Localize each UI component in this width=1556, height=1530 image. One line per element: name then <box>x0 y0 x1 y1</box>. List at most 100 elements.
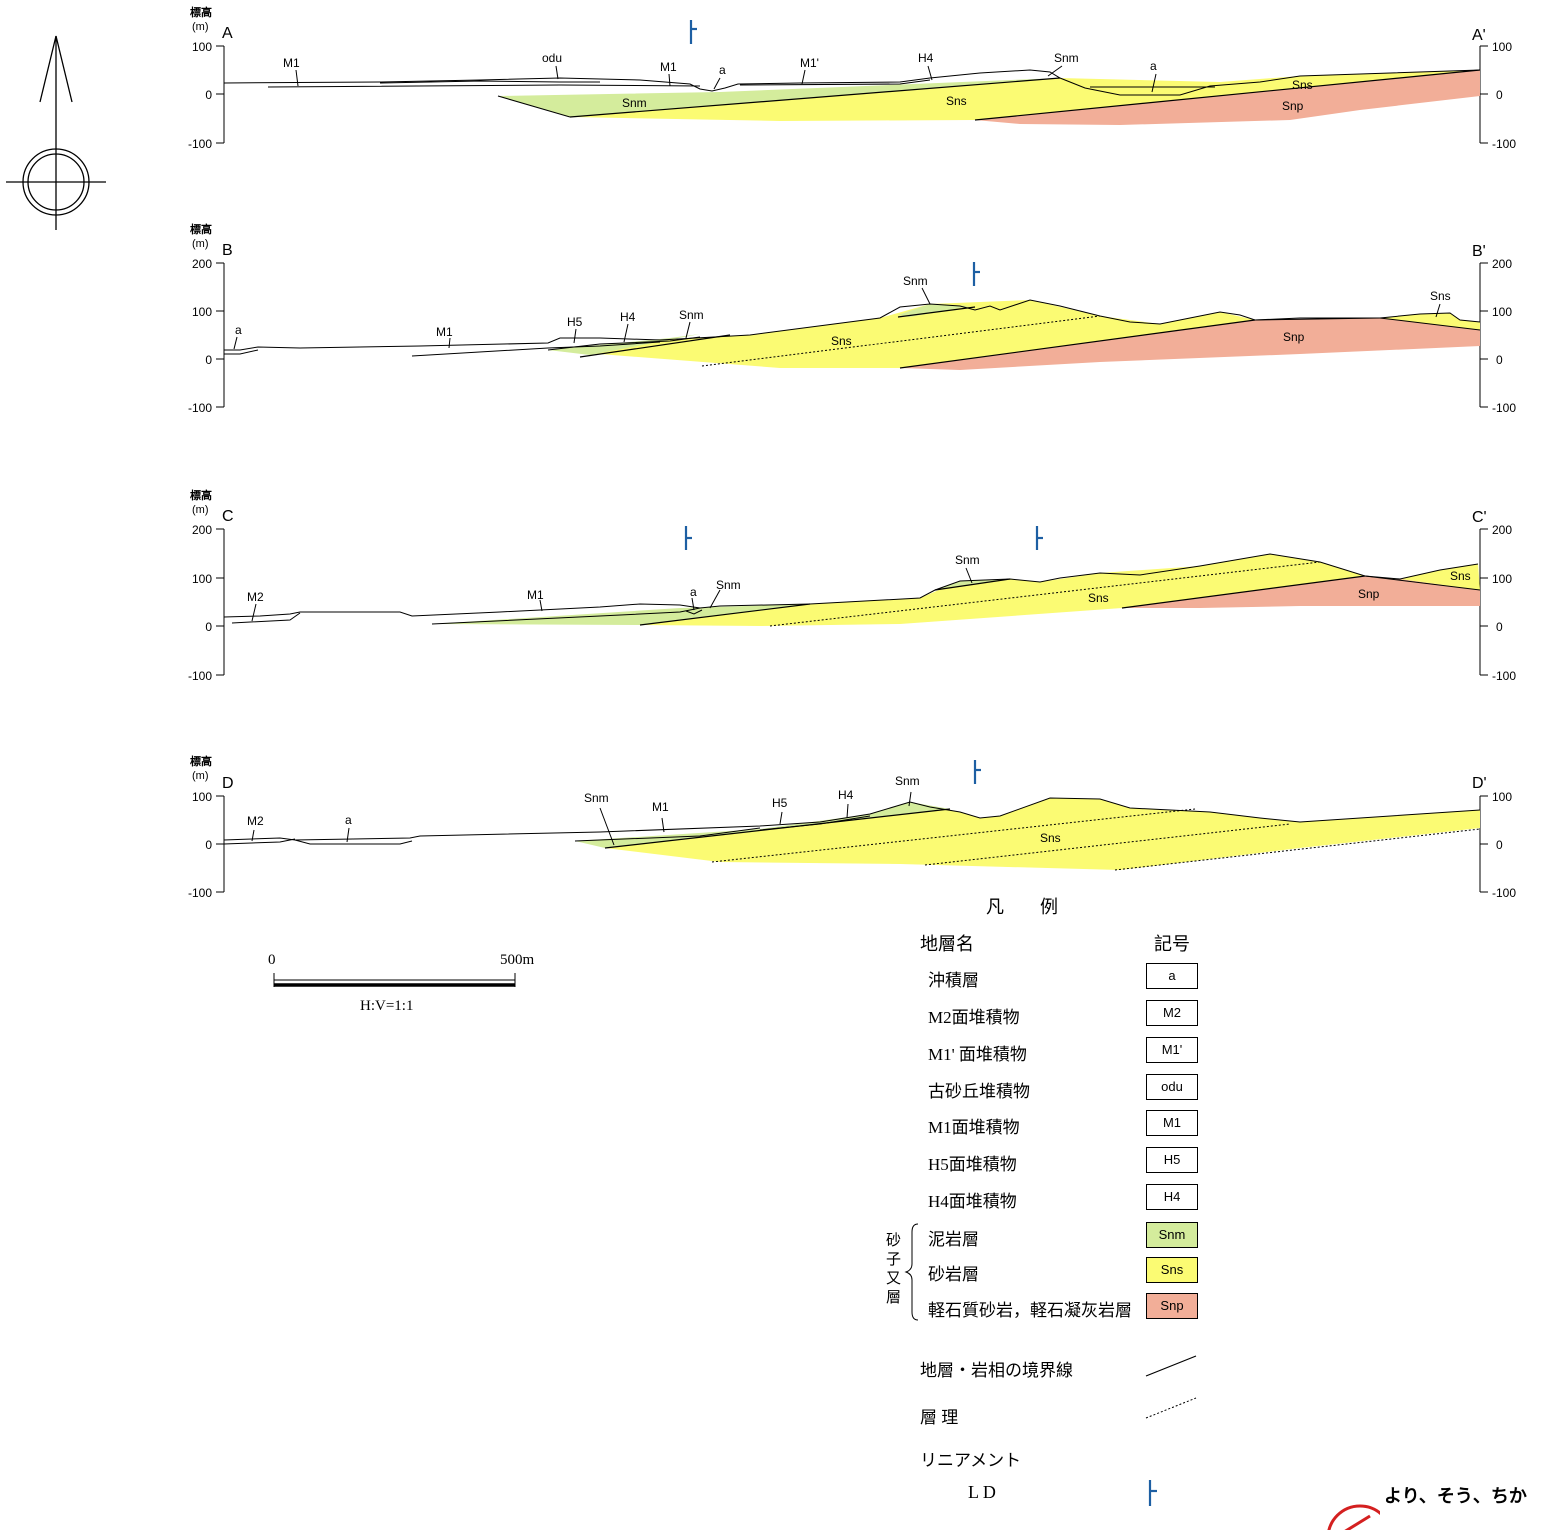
tick-label: 200 <box>192 523 212 537</box>
scale-end: 500m <box>500 952 535 968</box>
unit-label: a <box>719 63 726 77</box>
lineament-icon <box>972 262 980 286</box>
unit-label: H4 <box>838 788 854 802</box>
legend-row-name: 沖積層 <box>928 971 979 990</box>
legend-row: M1' 面堆積物 M1' <box>920 1037 1220 1067</box>
section-label-right: B' <box>1472 243 1486 260</box>
tick-label: 200 <box>1492 257 1512 271</box>
legend-row-symbol: M1' <box>1146 1037 1198 1063</box>
legend-row-name: 古砂丘堆積物 <box>928 1082 1030 1101</box>
y-title-2: (m) <box>192 238 209 250</box>
legend-row: M2面堆積物 M2 <box>920 1000 1220 1030</box>
unit-label: Sns <box>1430 289 1451 303</box>
tick-label: 200 <box>192 257 212 271</box>
unit-label: Snm <box>1054 51 1079 65</box>
unit-label: M1 <box>283 56 300 70</box>
tick-label: -100 <box>188 137 212 151</box>
scale-zero: 0 <box>268 952 276 968</box>
layer-sns <box>548 300 1255 368</box>
section-label-left: D <box>222 775 234 792</box>
legend-row-symbol: M2 <box>1146 1000 1198 1026</box>
cross-section-d: 標高 (m) 100 0 -100 D 100 0 -100 D' <box>0 752 1556 912</box>
tick-label: 100 <box>1492 790 1512 804</box>
tick-label: -100 <box>1492 137 1516 151</box>
tick-label: -100 <box>1492 401 1516 415</box>
layer-snp <box>975 70 1480 125</box>
tick-label: 0 <box>1496 838 1503 852</box>
unit-label: Snm <box>584 791 609 805</box>
legend-row: 軽石質砂岩，軽石凝灰岩層 Snp <box>920 1293 1220 1323</box>
unit-label: M1 <box>436 325 453 339</box>
layer-sns <box>640 554 1365 626</box>
legend-row-name: H5面堆積物 <box>928 1155 1017 1174</box>
tick-label: 0 <box>1496 353 1503 367</box>
watermark-text: より、そう、ちか <box>1384 1486 1527 1507</box>
cross-section-a: 標高 (m) 100 0 -100 A 100 0 -100 A' <box>0 0 1556 170</box>
y-title-2: (m) <box>192 770 209 782</box>
tick-label: 0 <box>1496 88 1503 102</box>
unit-label: a <box>690 585 697 599</box>
unit-label: Snm <box>955 553 980 567</box>
tick-label: 100 <box>1492 40 1512 54</box>
y-title-1: 標高 <box>190 222 212 236</box>
lineament-icon <box>973 760 981 784</box>
layer-sns <box>605 798 1480 870</box>
unit-label: H5 <box>567 315 583 329</box>
unit-label: a <box>235 323 242 337</box>
lineament-icon <box>689 20 697 44</box>
boundary-line-icon <box>1145 1355 1197 1377</box>
unit-label: Sns <box>946 94 967 108</box>
y-axis-left: 標高 (m) 200 100 0 -100 B <box>188 222 233 415</box>
lineament-icon <box>684 526 692 550</box>
y-axis-left: 標高 (m) 200 100 0 -100 C <box>188 488 234 683</box>
unit-label: Sns <box>1450 569 1471 583</box>
section-label-right: C' <box>1472 509 1487 526</box>
y-title-1: 標高 <box>190 488 212 502</box>
y-axis-left: 標高 (m) 100 0 -100 A <box>188 5 233 151</box>
y-title-1: 標高 <box>190 5 212 19</box>
unit-label: Snm <box>716 578 741 592</box>
scale-bar: 0 500m H:V=1:1 <box>260 952 560 1022</box>
north-arrow-icon <box>6 35 106 230</box>
layer-sns-right <box>1380 313 1480 330</box>
unit-label: Sns <box>1292 78 1313 92</box>
unit-label: M2 <box>247 590 264 604</box>
y-axis-right: 200 100 0 -100 C' <box>1472 509 1516 683</box>
unit-label: odu <box>542 51 562 65</box>
tick-label: 100 <box>1492 305 1512 319</box>
y-title-2: (m) <box>192 21 209 33</box>
y-axis-right: 100 0 -100 D' <box>1472 775 1516 900</box>
legend-row: 沖積層 a <box>920 963 1220 993</box>
legend-col-symbol: 記号 <box>1154 934 1190 954</box>
legend-row-name: M2面堆積物 <box>928 1008 1020 1027</box>
legend-row: M1面堆積物 M1 <box>920 1110 1220 1140</box>
y-axis-left: 標高 (m) 100 0 -100 D <box>188 754 234 900</box>
layer-snm-top <box>898 304 970 317</box>
unit-label: M1 <box>660 60 677 74</box>
unit-label: Snp <box>1282 99 1304 113</box>
layer-sns-right <box>1400 564 1480 590</box>
legend-row-name: M1面堆積物 <box>928 1118 1020 1137</box>
cross-section-c: 標高 (m) 200 100 0 -100 C 200 100 0 -100 C… <box>0 486 1556 686</box>
scale-ratio: H:V=1:1 <box>360 998 414 1014</box>
legend-row-symbol: H5 <box>1146 1147 1198 1173</box>
tick-label: -100 <box>1492 669 1516 683</box>
tick-label: 0 <box>205 620 212 634</box>
tick-label: 100 <box>192 305 212 319</box>
unit-label: Snm <box>903 274 928 288</box>
lineament-icon <box>1035 526 1043 550</box>
tick-label: 100 <box>192 40 212 54</box>
tick-label: 100 <box>192 572 212 586</box>
legend-row-name: H4面堆積物 <box>928 1192 1017 1211</box>
legend-line-name: 地層・岩相の境界線 <box>920 1361 1073 1380</box>
section-label-left: B <box>222 242 233 259</box>
unit-label: Snp <box>1283 330 1305 344</box>
unit-label: Sns <box>831 334 852 348</box>
legend-row: 古砂丘堆積物 odu <box>920 1074 1220 1104</box>
legend-row: 泥岩層 Snm <box>920 1222 1220 1252</box>
lineament-icon <box>1148 1480 1157 1506</box>
legend-row-name: 泥岩層 <box>928 1230 979 1249</box>
tick-label: 0 <box>205 88 212 102</box>
unit-label: a <box>1150 59 1157 73</box>
unit-label: M2 <box>247 814 264 828</box>
